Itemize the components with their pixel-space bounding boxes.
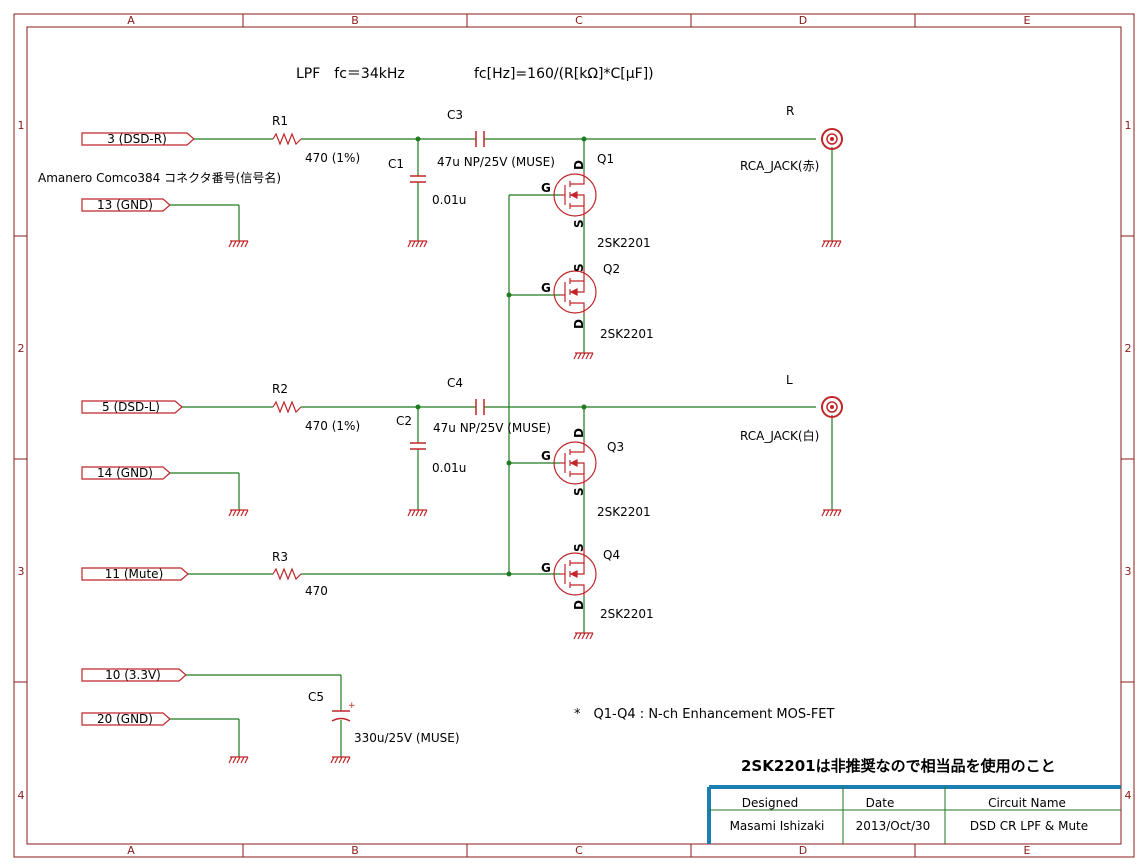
mosfet-note: * Q1-Q4 : N-ch Enhancement MOS-FET (574, 707, 835, 722)
mosfet-q2 (553, 268, 597, 314)
port-label: 11 (Mute) (105, 567, 164, 581)
port-label: 20 (GND) (97, 712, 153, 726)
polarity-plus-mark: + (348, 701, 356, 711)
col-label-top: E (1024, 14, 1031, 27)
frame-zone-labels: A B C D E A B C D E 1 2 3 4 1 2 3 4 (18, 14, 1132, 857)
pin-drain: D (572, 428, 586, 438)
q1-ref: Q1 (597, 152, 614, 166)
q4-value: 2SK2201 (600, 607, 654, 621)
pin-gate: G (541, 449, 551, 463)
c5-value: 330u/25V (MUSE) (354, 731, 460, 745)
junctions (415, 136, 587, 577)
designed-header: Designed (742, 796, 798, 810)
r1-ref: R1 (272, 114, 288, 128)
mosfet-q3 (553, 440, 597, 485)
row-label-left: 2 (18, 342, 25, 355)
col-label-top: A (127, 14, 135, 27)
jack-r-label: RCA_JACK(赤) (740, 159, 819, 173)
rca-jack-l (821, 396, 843, 418)
pin-drain: D (572, 160, 586, 170)
q3-ref: Q3 (607, 440, 624, 454)
c2-value: 0.01u (432, 461, 466, 475)
col-label-bottom: A (127, 844, 135, 857)
r3-ref: R3 (272, 550, 288, 564)
connector-note: Amanero Comco384 コネクタ番号(信号名) (38, 170, 281, 185)
c4-ref: C4 (447, 376, 463, 390)
designer-name: Masami Ishizaki (730, 819, 825, 833)
port-label: 14 (GND) (97, 466, 153, 480)
resistors (272, 132, 302, 581)
pin-gate: G (541, 561, 551, 575)
q3-value: 2SK2201 (597, 505, 651, 519)
row-label-right: 3 (1125, 565, 1132, 578)
col-label-bottom: E (1024, 844, 1031, 857)
pin-gate: G (541, 281, 551, 295)
col-label-top: D (799, 14, 807, 27)
port-label: 5 (DSD-L) (102, 400, 160, 414)
q2-ref: Q2 (603, 262, 620, 276)
mosfet-pin-labels: G G G G D S S D D S S D (541, 160, 586, 610)
r2-ref: R2 (272, 382, 288, 396)
warning-note: 2SK2201は非推奨なので相当品を使用のこと (741, 757, 1056, 775)
r3-value: 470 (305, 584, 328, 598)
title-block: Designed Date Circuit Name Masami Ishiza… (707, 785, 1121, 844)
col-label-bottom: B (351, 844, 359, 857)
pin-gate: G (541, 181, 551, 195)
lpf-cutoff-label: LPF fc＝34kHz (296, 66, 405, 82)
circuit-name: DSD CR LPF & Mute (970, 819, 1088, 833)
q1-value: 2SK2201 (597, 236, 651, 250)
wires (170, 138, 833, 757)
port-labels: 3 (DSD-R) 13 (GND) 5 (DSD-L) 14 (GND) 11… (97, 132, 167, 726)
ports (81, 132, 195, 726)
jack-r-name: R (786, 104, 794, 118)
rca-jack-r (821, 128, 843, 150)
sheet-frame (13, 13, 1135, 858)
q2-value: 2SK2201 (600, 327, 654, 341)
cutoff-formula: fc[Hz]=160/(R[kΩ]*C[μF]) (474, 66, 654, 82)
ground-symbols (228, 240, 842, 764)
port-label: 13 (GND) (97, 198, 153, 212)
port-label: 10 (3.3V) (105, 668, 161, 682)
c1-ref: C1 (388, 157, 404, 171)
q4-ref: Q4 (603, 548, 620, 562)
jack-l-label: RCA_JACK(白) (740, 428, 819, 443)
mosfet-q1 (553, 172, 597, 217)
pin-source: S (572, 263, 586, 272)
row-label-left: 1 (18, 119, 25, 132)
port-label: 3 (DSD-R) (107, 132, 167, 146)
component-labels: R1 470 (1%) R2 470 (1%) R3 470 C1 0.01u … (272, 104, 819, 745)
pin-source: S (572, 219, 586, 228)
date-header: Date (866, 796, 895, 810)
capacitors: + (331, 131, 485, 722)
col-label-top: C (575, 14, 583, 27)
c1-value: 0.01u (432, 193, 466, 207)
c4-value: 47u NP/25V (MUSE) (433, 421, 551, 435)
r2-value: 470 (1%) (305, 419, 360, 433)
c5-ref: C5 (308, 690, 324, 704)
row-label-right: 2 (1125, 342, 1132, 355)
jack-l-name: L (786, 373, 793, 387)
c2-ref: C2 (396, 414, 412, 428)
col-label-top: B (351, 14, 359, 27)
col-label-bottom: C (575, 844, 583, 857)
col-label-bottom: D (799, 844, 807, 857)
c3-value: 47u NP/25V (MUSE) (437, 155, 555, 169)
mosfet-q4 (553, 548, 597, 596)
row-label-right: 4 (1125, 789, 1132, 802)
pin-source: S (572, 487, 586, 496)
row-label-right: 1 (1125, 119, 1132, 132)
pin-drain: D (572, 600, 586, 610)
pin-drain: D (572, 319, 586, 329)
row-label-left: 4 (18, 789, 25, 802)
c3-ref: C3 (447, 108, 463, 122)
circuit-name-header: Circuit Name (988, 796, 1066, 810)
pin-source: S (572, 543, 586, 552)
row-label-left: 3 (18, 565, 25, 578)
r1-value: 470 (1%) (305, 151, 360, 165)
design-date: 2013/Oct/30 (856, 819, 931, 833)
